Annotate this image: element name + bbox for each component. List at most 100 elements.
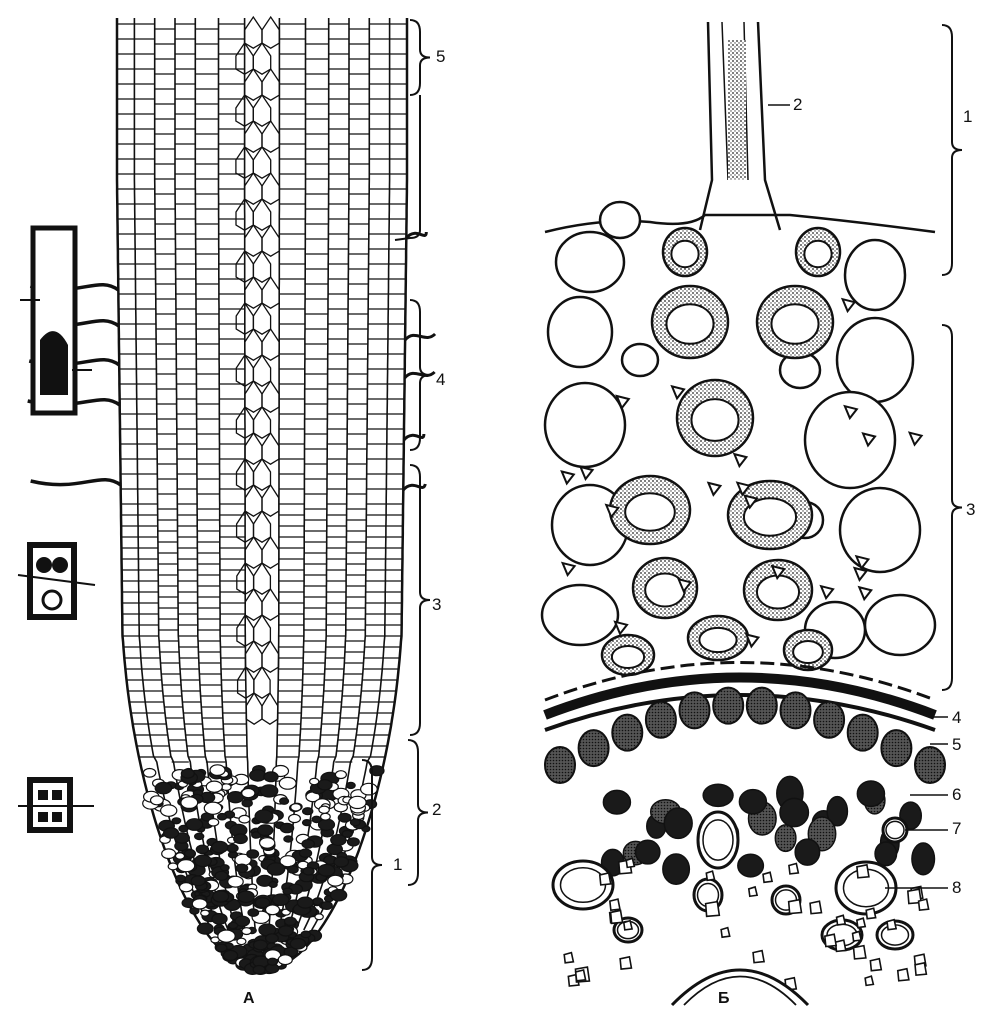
meristem-cell (283, 888, 292, 894)
stele-cell (245, 225, 262, 256)
passage-cell-lumen (691, 399, 738, 441)
stele-parenchyma (835, 940, 845, 951)
meristem-cell (254, 940, 268, 950)
brace-zone-2 (408, 740, 428, 885)
meristem-cell (303, 820, 312, 826)
stele-parenchyma (870, 959, 881, 971)
stele-cell (245, 433, 262, 464)
meristem-cell (342, 830, 352, 837)
meristem-cell (185, 850, 196, 858)
inset-nucleus (38, 790, 48, 800)
meristem-cell (222, 784, 232, 791)
passage-cell-lumen (671, 241, 698, 267)
zone-braces (362, 20, 430, 970)
pericycle-cell (848, 715, 878, 751)
cortex-parenchyma-cell (548, 297, 612, 367)
intercellular-space (708, 483, 720, 495)
pericycle-cell (545, 747, 575, 783)
cortex-parenchyma-cell (837, 318, 913, 402)
stele-parenchyma (919, 899, 929, 910)
brace-layer-1 (942, 25, 962, 275)
meristem-cell (221, 865, 230, 871)
meristem-cell (215, 871, 228, 880)
stele-parenchyma (564, 953, 573, 963)
stele-cell (253, 95, 270, 126)
layer-label-b-5: 5 (952, 735, 961, 754)
stele-cell (262, 277, 279, 308)
meristem-cell (227, 844, 238, 852)
phloem-cell (664, 808, 692, 838)
pericycle-cell (915, 747, 945, 783)
meristem-cell (208, 819, 219, 826)
meristem-cell (229, 922, 238, 928)
intercellular-space (746, 634, 758, 646)
stele-parenchyma (825, 934, 836, 946)
stele-parenchyma (898, 969, 909, 981)
meristem-cell (212, 841, 228, 852)
meristem-cell (186, 819, 202, 831)
stele-cell (262, 121, 279, 152)
phloem-cell (739, 790, 766, 814)
meristem-cell (280, 798, 289, 804)
stele-cell (254, 563, 271, 594)
meristem-cell (285, 917, 297, 925)
meristem-cell (253, 966, 265, 974)
meristem-cell (299, 849, 311, 857)
intercellular-space (734, 454, 746, 466)
layer-label-b-1: 1 (963, 107, 972, 126)
cortex-parenchyma-cell (556, 232, 624, 292)
stele-parenchyma (706, 871, 714, 880)
meristem-cell (269, 882, 277, 888)
meristem-cell (176, 875, 186, 882)
passage-cell-lumen (625, 493, 675, 530)
meristem-cell (335, 771, 346, 779)
panel-a-caption: А (243, 990, 255, 1007)
meristem-cell (238, 891, 254, 902)
inset-nucleus (36, 557, 52, 573)
zone-label-a-1: 1 (393, 855, 402, 874)
root-hair (31, 480, 121, 485)
meristem-cell (195, 855, 212, 867)
stele-cell (262, 225, 279, 256)
stele-parenchyma (753, 951, 764, 963)
meristem-cell (212, 914, 227, 925)
meristem-cell (181, 769, 194, 778)
stele-cell (262, 17, 279, 48)
layer-label-b-7: 7 (952, 819, 961, 838)
intercellular-space (581, 467, 593, 479)
passage-cell-lumen (666, 304, 713, 344)
phloem-cell (857, 781, 884, 806)
stele-parenchyma (837, 915, 846, 925)
passage-cell-lumen (804, 241, 831, 267)
zone-label-a-2: 2 (432, 800, 441, 819)
meristem-cell (266, 905, 280, 915)
intercellular-space (563, 563, 575, 575)
pericycle-cell (814, 702, 844, 738)
meristem-cell (348, 838, 360, 846)
intercellular-space (910, 433, 922, 445)
meristem-cell (279, 777, 296, 789)
meristem-cell (195, 833, 204, 839)
zone-label-a-5: 5 (436, 47, 445, 66)
meristem-cell (250, 770, 266, 781)
meristem-cell (216, 944, 227, 952)
stele-parenchyma (624, 921, 632, 930)
root-outline-right (280, 18, 407, 966)
meristem-cell (310, 778, 319, 784)
root-hair (403, 484, 425, 490)
cortex-parenchyma-cell (622, 344, 658, 376)
stele-parenchyma (763, 872, 772, 882)
meristem-cell (162, 849, 176, 859)
meristem-cell (288, 866, 299, 873)
stele-parenchyma (789, 863, 798, 873)
meristem-cell (334, 857, 349, 867)
stele-parenchyma (611, 910, 623, 923)
root-tip-cell-grid (117, 17, 407, 974)
stele-cell (245, 173, 262, 204)
stele-cell (253, 355, 270, 386)
stele-cell (253, 303, 270, 334)
root-hairs (28, 232, 435, 490)
meristem-cell (242, 928, 252, 935)
stele-cell (253, 199, 270, 230)
stele-cell (262, 329, 279, 360)
